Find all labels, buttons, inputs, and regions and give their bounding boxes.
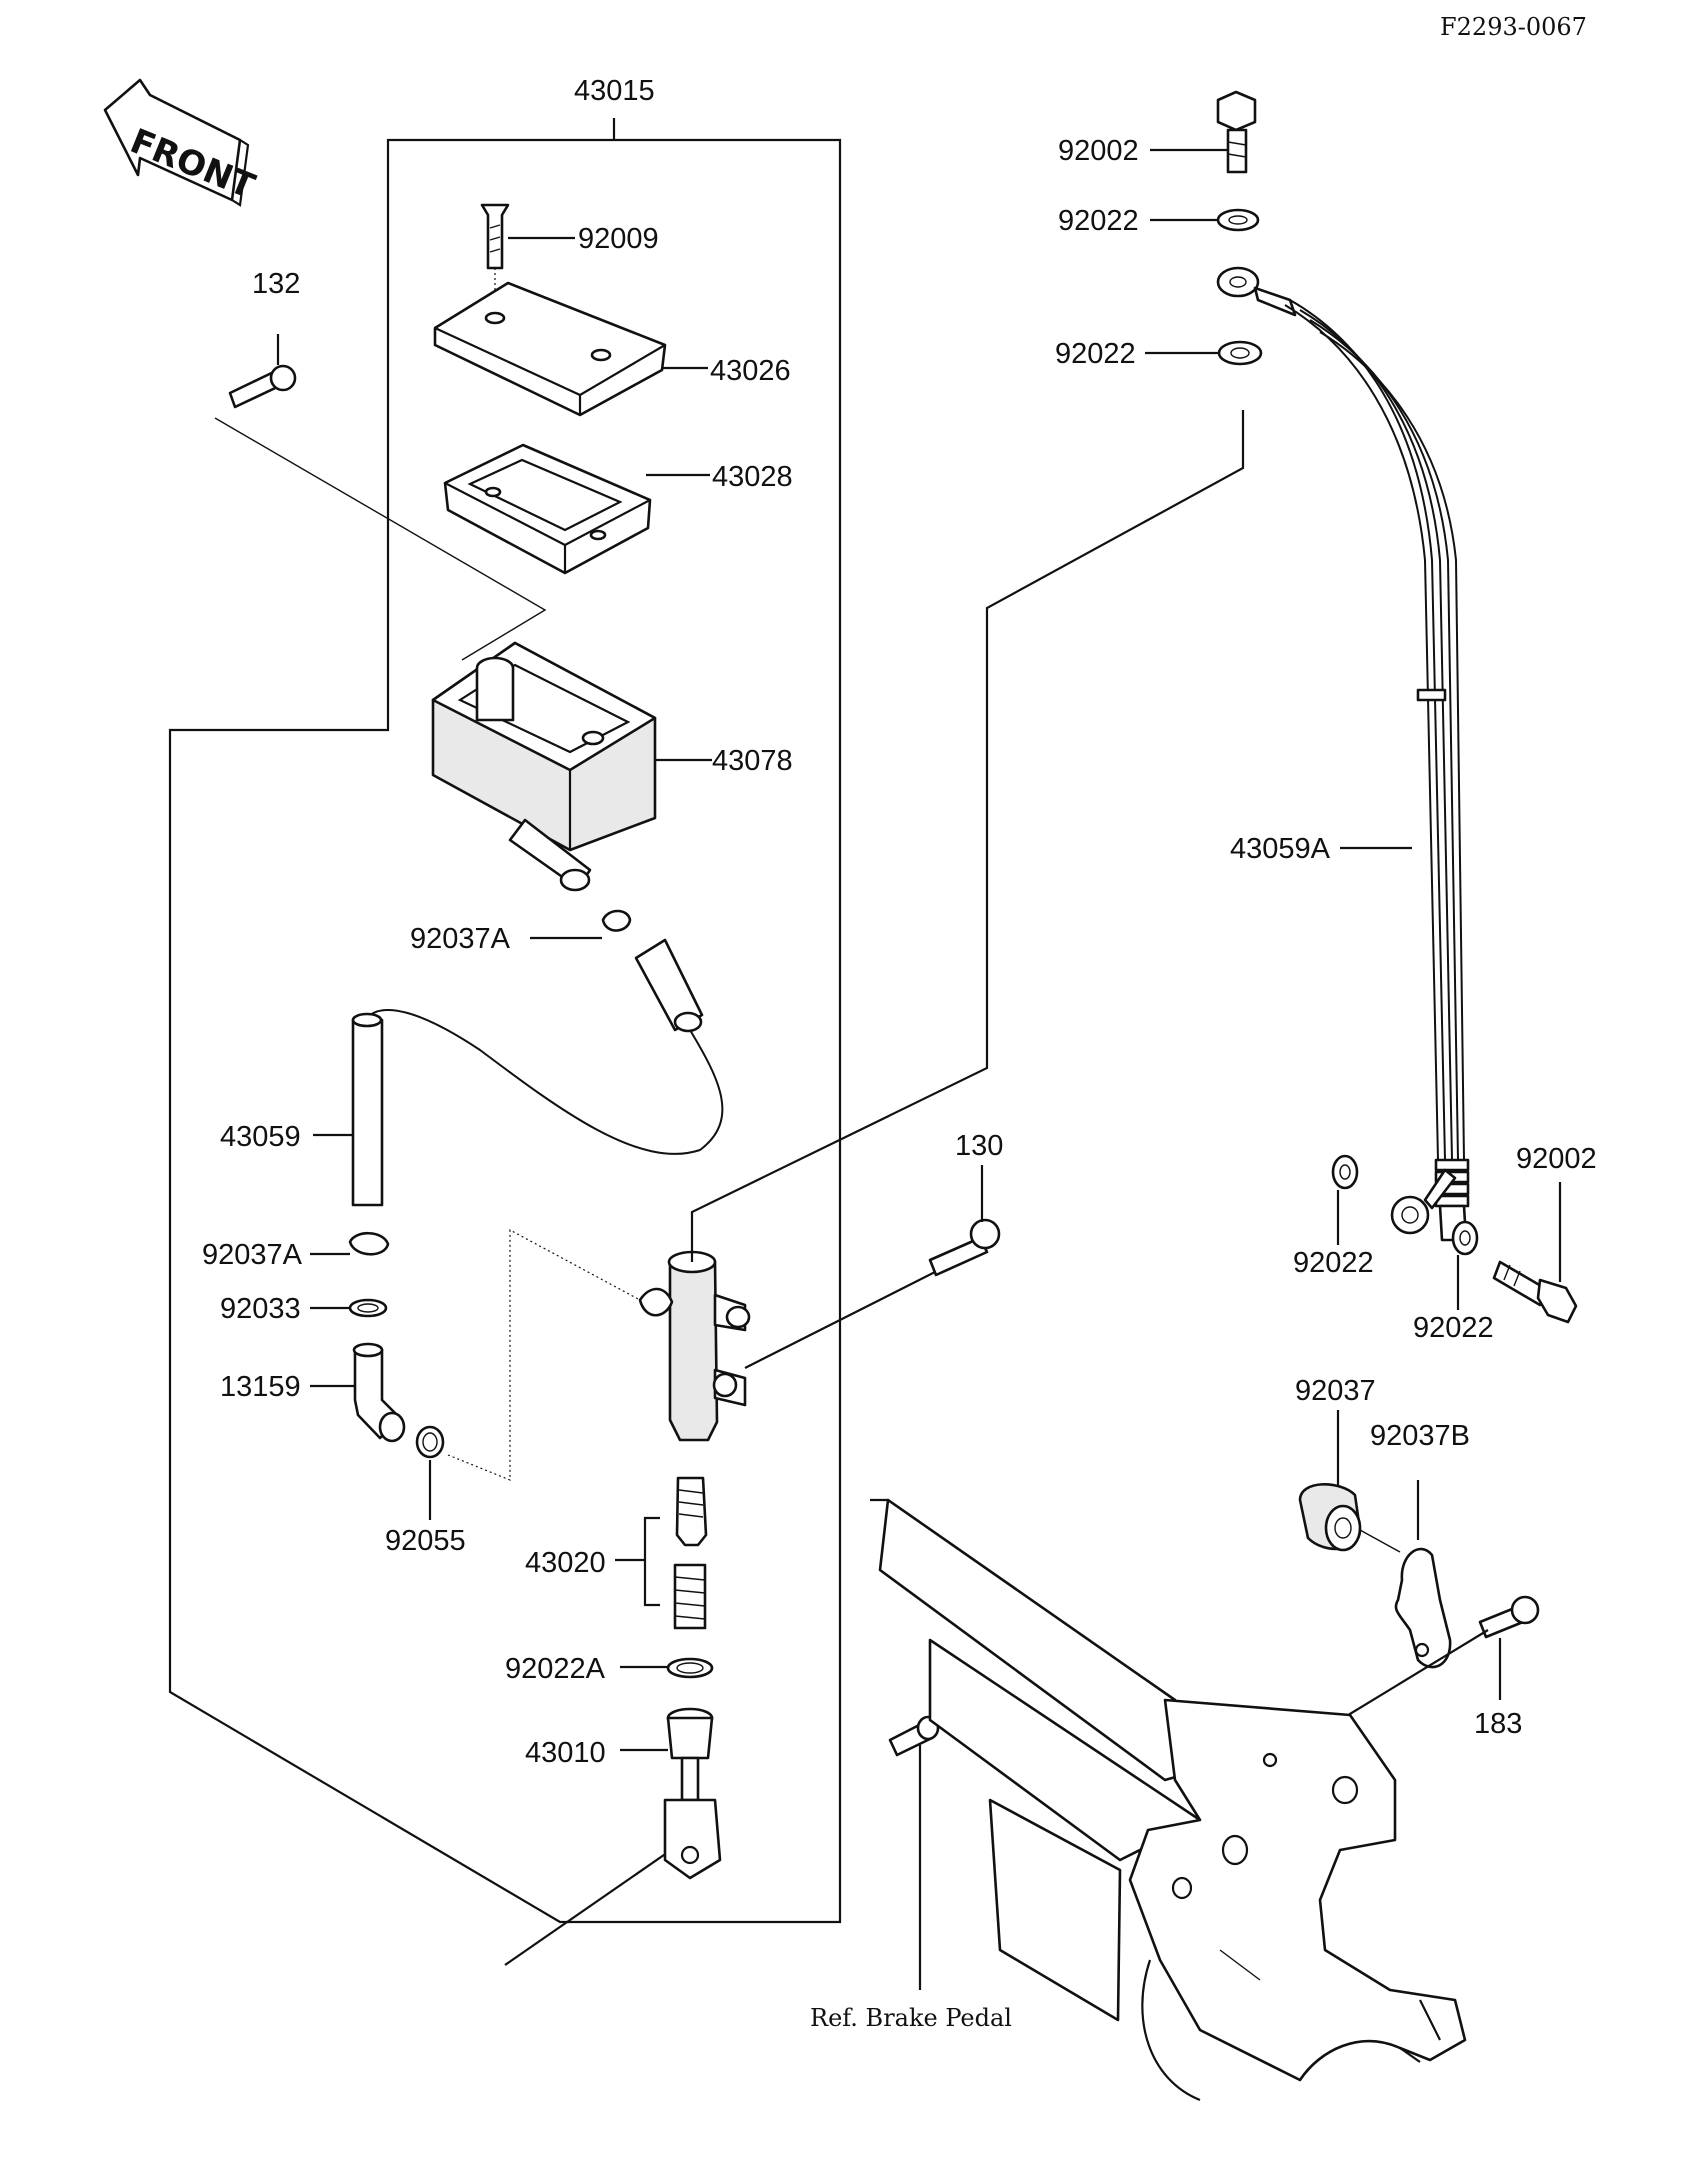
callout-92022-c: 92022 [1293, 1247, 1374, 1279]
callout-92037B: 92037B [1370, 1420, 1470, 1452]
piston-spring-43020 [615, 1476, 708, 1630]
circlip-92022A [620, 1657, 714, 1679]
circlip-92033 [310, 1298, 388, 1318]
o-ring-92055 [415, 1228, 641, 1520]
assembly-43015-outline [168, 118, 842, 1924]
callout-92037: 92037 [1295, 1375, 1376, 1407]
callout-43026: 43026 [710, 355, 791, 387]
callout-92009: 92009 [578, 223, 659, 255]
brake-hose-43059A [1216, 266, 1470, 1242]
banjo-bolt-92002-right [1492, 1182, 1578, 1324]
callout-92022-b: 92022 [1055, 338, 1136, 370]
frame-bracket [870, 1498, 1467, 2102]
reservoir-cap-43026 [433, 281, 708, 417]
callout-92002-top: 92002 [1058, 135, 1139, 167]
hose-clamp-92037A-top [530, 909, 632, 940]
reservoir-43078 [431, 641, 712, 892]
clevis-pin [888, 1715, 940, 1990]
fitting-13159 [310, 1342, 406, 1443]
washer-92022-a [1150, 208, 1260, 232]
callout-92002-right: 92002 [1516, 1143, 1597, 1175]
bolt-130 [928, 1165, 1001, 1277]
callout-92055: 92055 [385, 1525, 466, 1557]
callout-92037A-top: 92037A [410, 923, 511, 955]
bolt-132 [214, 334, 547, 661]
hose-clamp-92037A-low [310, 1231, 390, 1256]
master-cylinder-body [504, 410, 1245, 1966]
callout-43015: 43015 [574, 75, 655, 107]
callout-92022A: 92022A [505, 1653, 606, 1685]
clip-92037B [1394, 1480, 1452, 1669]
callout-92022-a: 92022 [1058, 205, 1139, 237]
callout-183: 183 [1474, 1708, 1522, 1740]
washer-92022-d [1451, 1220, 1479, 1310]
callout-43020: 43020 [525, 1547, 606, 1579]
grommet-92037 [1298, 1410, 1401, 1553]
callout-43059A: 43059A [1230, 833, 1331, 865]
callout-130: 130 [955, 1130, 1003, 1162]
figure-code: F2293-0067 [1440, 13, 1587, 41]
banjo-bolt-92002-top [1150, 90, 1257, 174]
front-arrow-icon: FRONT [103, 78, 261, 207]
callout-43078: 43078 [712, 745, 793, 777]
washer-92022-c [1331, 1154, 1359, 1245]
callout-13159: 13159 [220, 1371, 301, 1403]
callout-43059: 43059 [220, 1121, 301, 1153]
diaphragm-43028 [443, 443, 710, 575]
screw-92009 [480, 203, 575, 310]
callout-43010: 43010 [525, 1737, 606, 1769]
push-rod-43010 [620, 1707, 722, 1880]
callout-132: 132 [252, 268, 300, 300]
bolt-183 [1339, 1595, 1540, 1721]
callout-92033: 92033 [220, 1293, 301, 1325]
washer-92022-b [1145, 340, 1263, 366]
hose-43059 [313, 938, 724, 1207]
callout-92037A-low: 92037A [202, 1239, 303, 1271]
reference-note: Ref. Brake Pedal [810, 2004, 1012, 2032]
callout-43028: 43028 [712, 461, 793, 493]
callout-92022-d: 92022 [1413, 1312, 1494, 1344]
